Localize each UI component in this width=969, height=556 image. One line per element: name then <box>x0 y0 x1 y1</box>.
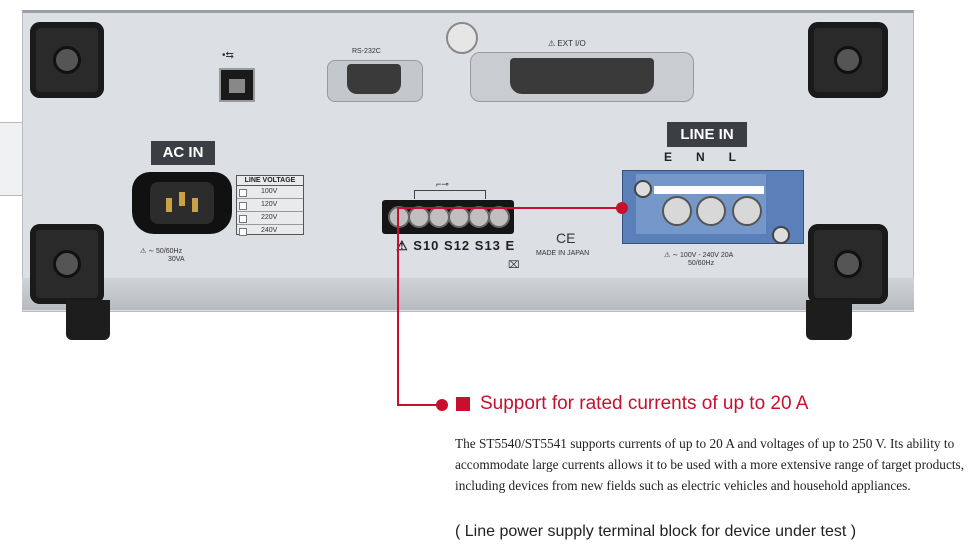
side-handle <box>0 122 25 196</box>
screw-icon <box>446 22 478 54</box>
corner-foot-top-right <box>808 22 888 98</box>
terminal-labels-text: S10 S12 S13 E <box>413 238 516 253</box>
callout-description: The ST5540/ST5541 supports currents of u… <box>455 436 965 493</box>
line-voltage-title: LINE VOLTAGE <box>237 176 303 186</box>
ac-in-label: AC IN <box>151 141 215 165</box>
line-in-terminal-screw <box>732 196 762 226</box>
usb-port <box>219 68 255 102</box>
rs232c-connector <box>347 64 401 94</box>
line-in-rating-line2: 50/60Hz <box>688 260 715 267</box>
terminal-labels: ⚠ S10 S12 S13 E <box>396 238 516 253</box>
line-voltage-row: 220V <box>237 212 303 225</box>
voltage-value: 100V <box>261 188 278 195</box>
line-voltage-table: LINE VOLTAGE 100V 120V 220V 240V <box>236 175 304 237</box>
line-in-label-strip <box>654 186 764 194</box>
ext-io-label: ⚠ EXT I/O <box>548 39 586 48</box>
line-voltage-row: 240V <box>237 225 303 237</box>
corner-foot-bottom-right <box>808 224 888 304</box>
line-voltage-row: 100V <box>237 186 303 199</box>
ac-rating-line1: 50/60Hz <box>156 248 183 255</box>
voltage-value: 240V <box>261 227 278 234</box>
line-voltage-row: 120V <box>237 199 303 212</box>
screw-icon <box>634 180 652 198</box>
usb-icon: •⇆ <box>222 50 234 61</box>
corner-foot-bottom-left <box>30 224 104 304</box>
terminal-bracket <box>414 190 486 199</box>
corner-foot-top-left <box>30 22 104 98</box>
line-in-rating: ⚠ ∼ 100V - 240V 20A 50/60Hz <box>664 252 734 267</box>
signal-terminal-block <box>382 200 514 234</box>
leg-right <box>806 300 852 340</box>
callout-headline: Support for rated currents of up to 20 A <box>480 393 809 414</box>
screw-icon <box>772 226 790 244</box>
ac-rating-line2: 30VA <box>168 256 185 263</box>
voltage-value: 220V <box>261 214 278 221</box>
ac-in-rating: ⚠ ∼ 50/60Hz 30VA <box>140 248 185 263</box>
line-in-label: LINE IN <box>667 122 747 147</box>
ce-mark: CE <box>556 230 576 246</box>
callout-dot-start <box>616 202 628 214</box>
switch-icon: ⌐⊸ <box>436 179 449 189</box>
callout-caption: ( Line power supply terminal block for d… <box>455 523 857 540</box>
line-in-terminal-screw <box>662 196 692 226</box>
ext-io-label-text: EXT I/O <box>557 39 586 48</box>
callout-dot-end <box>436 399 448 411</box>
ext-io-connector <box>510 58 654 94</box>
voltage-value: 120V <box>261 201 278 208</box>
rs232c-label: RS-232C <box>352 48 381 55</box>
leg-left <box>66 300 110 340</box>
line-in-terminal-screw <box>696 196 726 226</box>
weee-bin-icon: ⌧ <box>508 260 520 271</box>
line-in-rating-line1: 100V - 240V 20A <box>680 252 734 259</box>
made-in-japan: MADE IN JAPAN <box>536 250 590 257</box>
line-in-terminal-letters: ENL <box>664 150 760 164</box>
ac-inlet <box>132 172 232 234</box>
panel-bottom-edge <box>22 278 914 310</box>
red-square-bullet <box>456 397 470 411</box>
